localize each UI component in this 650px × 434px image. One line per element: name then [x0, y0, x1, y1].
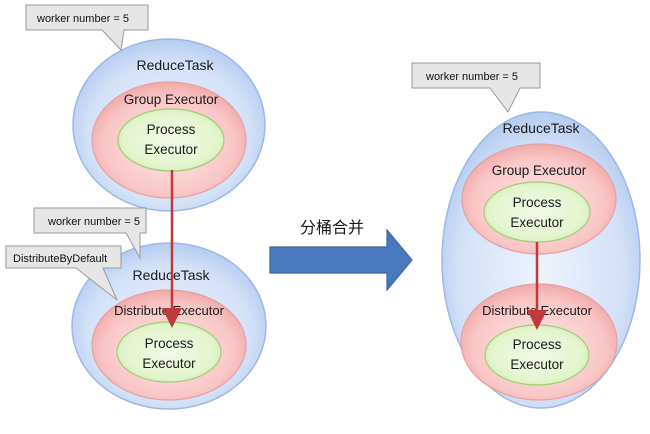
left-bottom-process-executor: Process Executor	[116, 321, 222, 383]
left-bottom-process-line1: Process	[145, 336, 194, 351]
right-task-label: ReduceTask	[502, 120, 580, 136]
right-bottom-process-executor: Process Executor	[484, 324, 590, 386]
right-callout: worker number = 5	[411, 62, 541, 113]
left-bottom-callout-text: worker number = 5	[47, 216, 140, 228]
transform-arrow	[269, 228, 413, 292]
right-top-process-executor: Process Executor	[483, 181, 591, 243]
right-top-process-line1: Process	[513, 195, 562, 210]
left-top-task-label: ReduceTask	[136, 57, 214, 73]
left-bottom-process-line2: Executor	[142, 356, 196, 371]
left-top-reducetask: ReduceTask Group Executor Process Execut…	[72, 38, 266, 212]
left-top-process-line1: Process	[147, 122, 196, 137]
distribute-callout: DistributeByDefault	[5, 245, 122, 301]
left-top-callout: worker number = 5	[25, 4, 149, 52]
left-bottom-executor-label: Distribute Executor	[114, 303, 224, 318]
right-bottom-process-line2: Executor	[510, 357, 564, 372]
right-group-executor-label: Group Executor	[492, 163, 587, 178]
left-bottom-callout: worker number = 5	[33, 207, 147, 260]
left-bottom-reducetask: ReduceTask Distribute Executor Process E…	[71, 242, 267, 410]
left-top-process-executor: Process Executor	[117, 108, 225, 172]
left-top-callout-text: worker number = 5	[36, 13, 129, 25]
right-top-process-line2: Executor	[510, 215, 564, 230]
left-top-process-line2: Executor	[144, 142, 198, 157]
left-top-executor-label: Group Executor	[124, 92, 219, 107]
right-bottom-process-line1: Process	[513, 337, 562, 352]
transform-label: 分桶合并	[300, 218, 364, 237]
distribute-callout-text: DistributeByDefault	[13, 253, 107, 265]
right-callout-text: worker number = 5	[425, 71, 518, 83]
right-reducetask: ReduceTask Group Executor Process Execut…	[441, 111, 641, 409]
